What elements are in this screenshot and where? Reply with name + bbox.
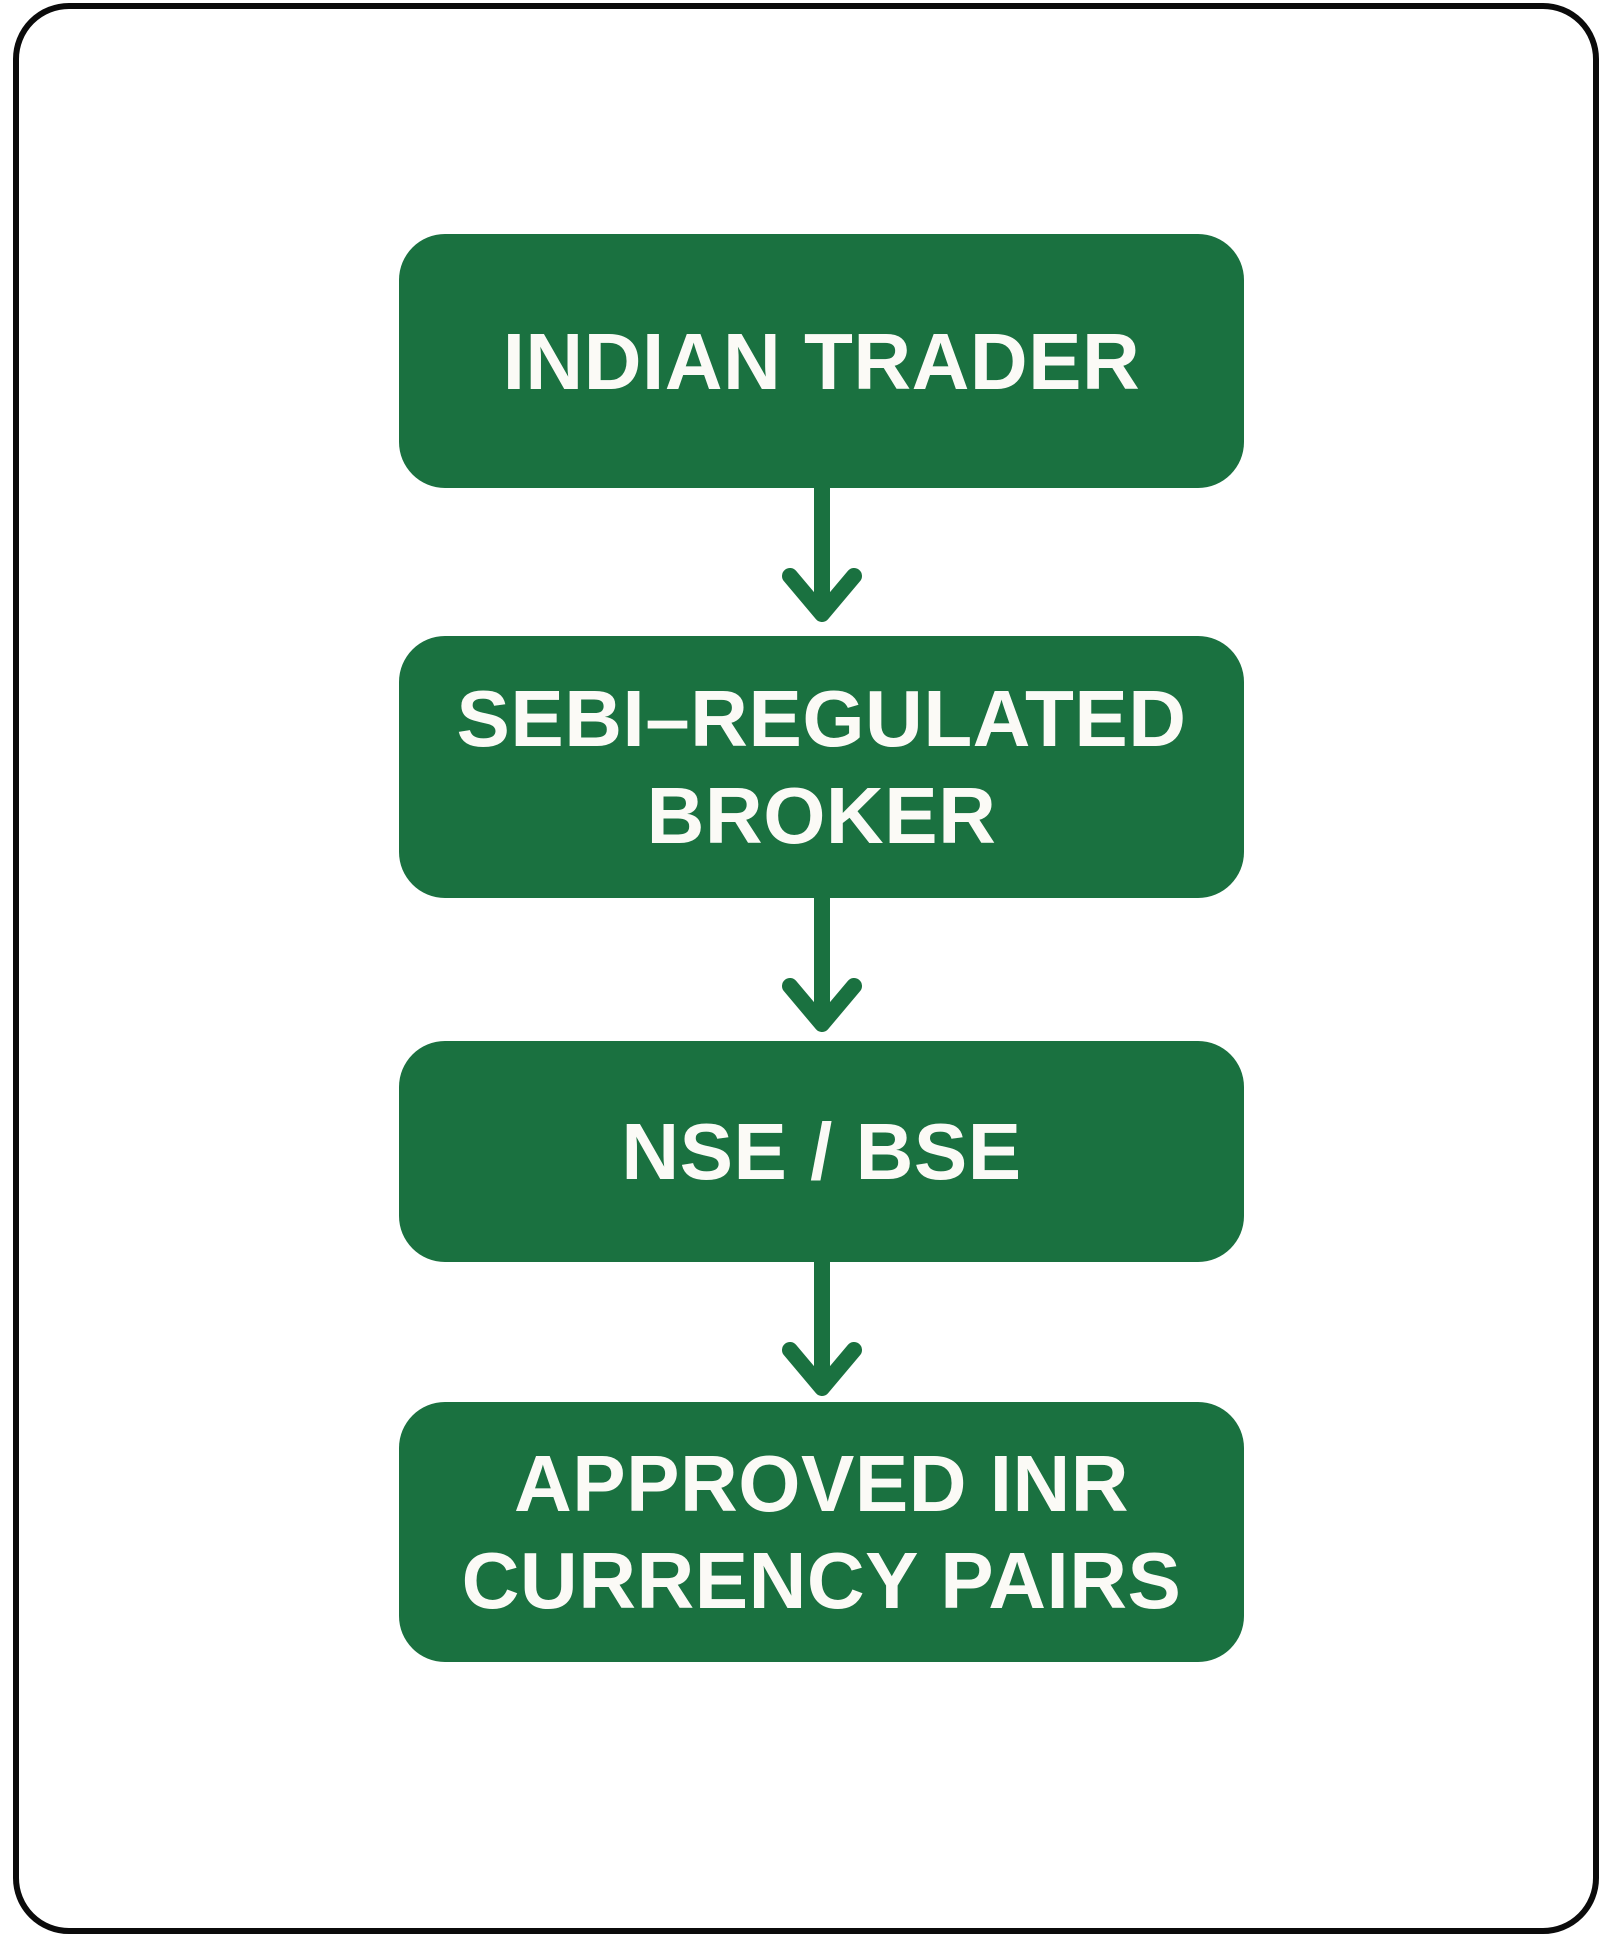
- down-arrow-icon: [782, 898, 862, 1032]
- flow-node-approved-inr-currency-pairs: APPROVED INR CURRENCY PAIRS: [399, 1402, 1244, 1662]
- flow-node-label-line2: BROKER: [646, 771, 997, 860]
- flow-node-label-line1: SEBI–REGULATED: [456, 674, 1187, 763]
- flow-node-sebi-regulated-broker: SEBI–REGULATED BROKER: [399, 636, 1244, 898]
- flow-node-label: NSE / BSE: [621, 1107, 1022, 1196]
- flow-node-indian-trader: INDIAN TRADER: [399, 234, 1244, 488]
- down-arrow-icon: [782, 1262, 862, 1396]
- down-arrow-icon: [782, 488, 862, 622]
- flow-node-label-line2: CURRENCY PAIRS: [461, 1536, 1182, 1625]
- image-rounded-border: [13, 3, 1599, 1934]
- flow-node-label-line1: APPROVED INR: [514, 1439, 1129, 1528]
- flow-node-label: INDIAN TRADER: [502, 316, 1141, 406]
- flow-node-nse-bse: NSE / BSE: [399, 1041, 1244, 1262]
